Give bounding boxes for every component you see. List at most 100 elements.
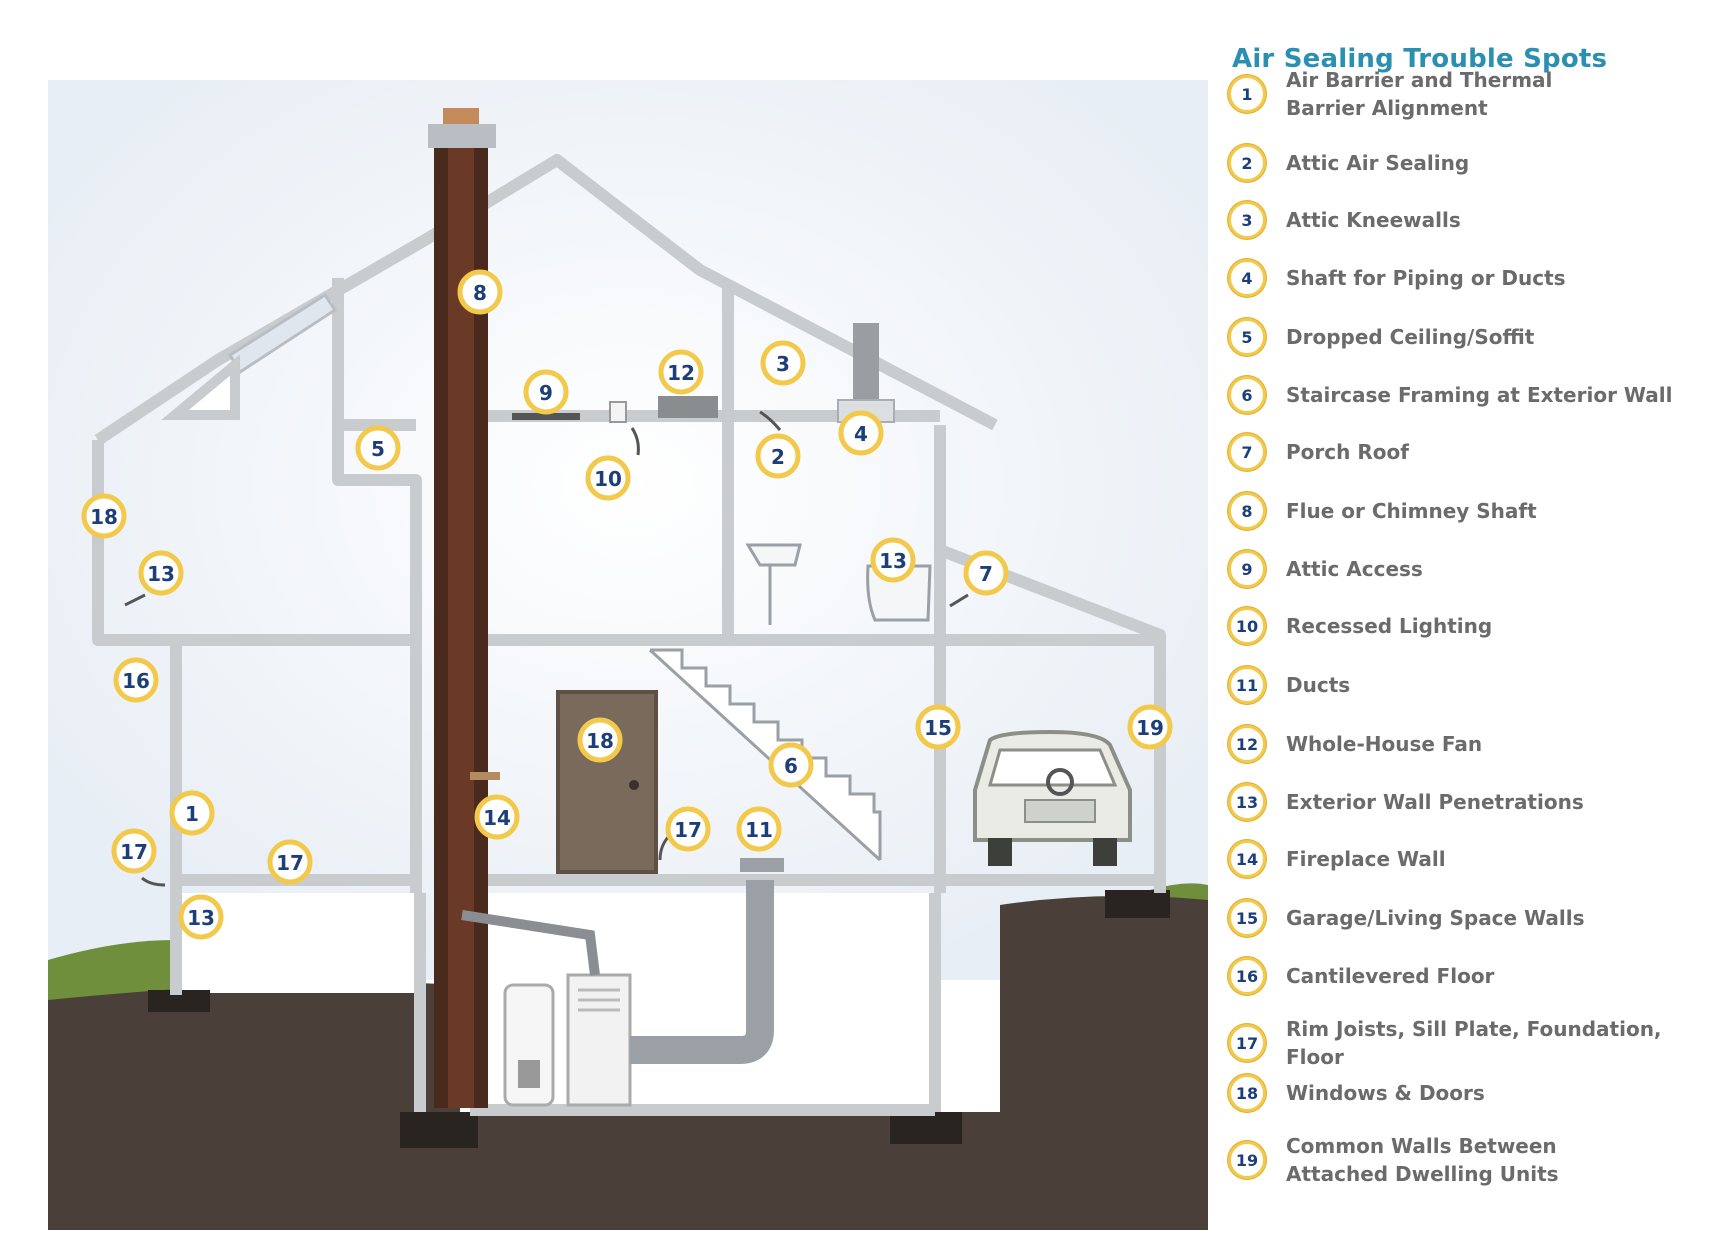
callout-14: 14 xyxy=(477,797,517,837)
furnace xyxy=(568,975,630,1105)
legend-panel: Air Sealing Trouble Spots 1Air Barrier a… xyxy=(1228,44,1698,96)
callout-number: 13 xyxy=(147,562,175,586)
legend-number-badge: 1 xyxy=(1228,75,1266,113)
callout-17: 17 xyxy=(114,831,154,871)
callout-3: 3 xyxy=(763,343,803,383)
legend-label: Fireplace Wall xyxy=(1286,845,1446,873)
legend-item-18: 18 Windows & Doors xyxy=(1228,1074,1485,1112)
legend-number-badge: 19 xyxy=(1228,1141,1266,1179)
callout-number: 10 xyxy=(594,467,622,491)
callout-4: 4 xyxy=(841,413,881,453)
footing xyxy=(1105,890,1170,918)
callout-number: 6 xyxy=(784,754,798,778)
legend-number-badge: 16 xyxy=(1228,957,1266,995)
legend-number-badge: 9 xyxy=(1228,550,1266,588)
callout-16: 16 xyxy=(116,660,156,700)
legend-label: Porch Roof xyxy=(1286,438,1409,466)
fireplace-mantel xyxy=(470,772,500,780)
callout-7: 7 xyxy=(966,553,1006,593)
legend-label: Garage/Living Space Walls xyxy=(1286,904,1585,932)
callout-number: 13 xyxy=(879,549,907,573)
legend-item-3: 3 Attic Kneewalls xyxy=(1228,201,1461,239)
chimney-crown xyxy=(428,124,496,148)
callout-number: 17 xyxy=(120,840,148,864)
callout-17: 17 xyxy=(668,809,708,849)
legend-label: Attic Air Sealing xyxy=(1286,149,1469,177)
callout-number: 2 xyxy=(771,445,785,469)
legend-label: Staircase Framing at Exterior Wall xyxy=(1286,381,1672,409)
legend-label: Air Barrier and Thermal Barrier Alignmen… xyxy=(1286,66,1552,122)
legend-item-9: 9Attic Access xyxy=(1228,550,1423,588)
callout-13: 13 xyxy=(181,897,221,937)
callout-number: 18 xyxy=(90,505,118,529)
callout-2: 2 xyxy=(758,436,798,476)
callout-number: 9 xyxy=(539,381,553,405)
legend-number-badge: 3 xyxy=(1228,201,1266,239)
legend-label: Cantilevered Floor xyxy=(1286,962,1494,990)
legend-label: Common Walls Between Attached Dwelling U… xyxy=(1286,1132,1559,1188)
legend-label: Flue or Chimney Shaft xyxy=(1286,497,1537,525)
legend-label: Exterior Wall Penetrations xyxy=(1286,788,1584,816)
legend-item-14: 14 Fireplace Wall xyxy=(1228,840,1446,878)
legend-number-badge: 13 xyxy=(1228,783,1266,821)
legend-label: Whole-House Fan xyxy=(1286,730,1482,758)
legend-label: Ducts xyxy=(1286,671,1350,699)
callout-number: 17 xyxy=(276,851,304,875)
callout-13: 13 xyxy=(873,540,913,580)
legend-number-badge: 18 xyxy=(1228,1074,1266,1112)
callout-17: 17 xyxy=(270,842,310,882)
legend-number-badge: 2 xyxy=(1228,144,1266,182)
legend-item-6: 6 Staircase Framing at Exterior Wall xyxy=(1228,376,1672,414)
legend-label: Dropped Ceiling/Soffit xyxy=(1286,323,1534,351)
legend-label: Rim Joists, Sill Plate, Foundation, Floo… xyxy=(1286,1015,1698,1071)
door-knob xyxy=(629,780,639,790)
callout-5: 5 xyxy=(358,428,398,468)
callout-number: 18 xyxy=(586,729,614,753)
legend-item-1: 1 Air Barrier and Thermal Barrier Alignme… xyxy=(1228,66,1552,122)
callout-10: 10 xyxy=(588,458,628,498)
legend-item-16: 16 Cantilevered Floor xyxy=(1228,957,1494,995)
callout-number: 19 xyxy=(1136,716,1164,740)
whole-house-fan xyxy=(658,396,718,418)
callout-number: 4 xyxy=(854,422,868,446)
callout-12: 12 xyxy=(661,352,701,392)
callout-number: 15 xyxy=(924,716,952,740)
callout-number: 11 xyxy=(745,818,773,842)
callout-18: 18 xyxy=(580,720,620,760)
chimney-cap xyxy=(443,108,479,124)
callout-18: 18 xyxy=(84,496,124,536)
callout-number: 14 xyxy=(483,806,511,830)
legend-number-badge: 10 xyxy=(1228,607,1266,645)
legend-number-badge: 14 xyxy=(1228,840,1266,878)
callout-11: 11 xyxy=(739,809,779,849)
callout-8: 8 xyxy=(460,272,500,312)
callout-number: 7 xyxy=(979,562,993,586)
floor-register xyxy=(740,858,784,872)
callout-number: 1 xyxy=(185,802,199,826)
callout-19: 19 xyxy=(1130,707,1170,747)
legend-number-badge: 6 xyxy=(1228,376,1266,414)
legend-label: Windows & Doors xyxy=(1286,1079,1485,1107)
legend-label: Attic Kneewalls xyxy=(1286,206,1461,234)
legend-number-badge: 17 xyxy=(1228,1024,1266,1062)
callout-number: 17 xyxy=(674,818,702,842)
legend-item-17: 17 Rim Joists, Sill Plate, Foundation, Fl… xyxy=(1228,1015,1698,1071)
legend-item-19: 19 Common Walls Between Attached Dwelling… xyxy=(1228,1132,1559,1188)
callout-15: 15 xyxy=(918,707,958,747)
legend-item-2: 2 Attic Air Sealing xyxy=(1228,144,1469,182)
legend-item-11: 11 Ducts xyxy=(1228,666,1350,704)
footing xyxy=(890,1112,962,1144)
recessed-light xyxy=(610,402,626,422)
footing xyxy=(400,1112,478,1148)
legend-number-badge: 4 xyxy=(1228,259,1266,297)
callout-number: 5 xyxy=(371,437,385,461)
legend-number-badge: 11 xyxy=(1228,666,1266,704)
callout-number: 3 xyxy=(776,352,790,376)
